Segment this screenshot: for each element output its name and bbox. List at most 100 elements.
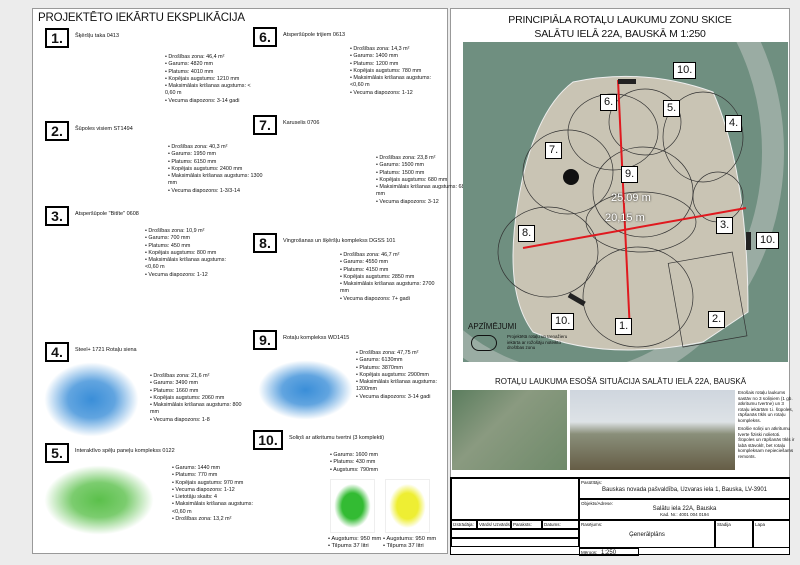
tb-stage: Stadija	[715, 520, 753, 548]
equipment-image	[44, 465, 154, 535]
col-date: Datums:	[542, 520, 579, 529]
item-number: 8.	[253, 233, 277, 253]
tb-blank	[451, 478, 579, 520]
object-value: Salātu iela 22A, Bauska	[652, 506, 717, 512]
situation-text-2: Esošie soliņi un atkritumu tverte fizisk…	[738, 426, 791, 437]
spec-line: Kopējais augstums: 2400 mm	[168, 166, 263, 173]
spec-line: Drošības zona: 40,3 m²	[168, 144, 263, 151]
map-zone-label: 8.	[518, 225, 536, 242]
tb-client: Pasūtītājs:Bauskas novada pašvaldība, Uz…	[579, 478, 790, 499]
item-title: Šūpoles visiem ST1494	[75, 126, 133, 132]
spec-line: Drošības zona: 14,3 m²	[350, 46, 445, 53]
spec-line: Drošības zona: 23,8 m²	[376, 155, 471, 162]
spec-line: Maksimālais krišanas augstums: 2700 mm	[340, 281, 435, 296]
equipment-image	[45, 140, 165, 205]
spec-line: Vecuma diapozons: 3-14 gadi	[165, 98, 260, 105]
item-number: 10.	[253, 430, 283, 450]
spec-line: Maksimālais krišanas augstums: 1300 mm	[168, 173, 263, 188]
client-value: Bauskas novada pašvaldība, Uzvaras iela …	[602, 487, 767, 493]
bin-specs: Augstums: 950 mmTilpums 37 litri	[328, 536, 382, 551]
spec-line: Garums: 3490 mm	[150, 380, 245, 387]
situation-text-3: Šūpoles un rāpšanās tīkls ir labā stāvok…	[738, 437, 795, 459]
bin-specs: Augstums: 950 mmTilpums 37 litri	[383, 536, 437, 551]
item-number: 3.	[45, 206, 69, 226]
spec-line: Drošības zona: 13,2 m²	[172, 516, 267, 523]
map-zone-label: 2.	[708, 311, 726, 328]
item-title: Vingrošanas un šķēršļu komplekss DGSS 10…	[283, 238, 396, 244]
scale-value: 1:250	[601, 550, 617, 556]
situation-title: ROTAĻU LAUKUMA ESOŠĀ SITUĀCIJA SALĀTU IE…	[495, 377, 747, 386]
spec-line: Vecuma diapozons: 1-3/3-14	[168, 188, 263, 195]
plan-title-line2: SALĀTU IELĀ 22A, BAUSKĀ M 1:250	[534, 28, 706, 40]
spec-line: Platums: 430 mm	[330, 459, 425, 466]
spec-line: Platums: 6150 mm	[168, 159, 263, 166]
legend-title: APZĪMĒJUMI	[468, 322, 517, 331]
map-zone-label: 10.	[551, 313, 575, 330]
spec-line: Drošības zona: 10,9 m²	[145, 228, 240, 235]
equipment-image	[258, 250, 338, 330]
spec-line: Kopējais augstums: 780 mm	[350, 68, 445, 75]
spec-line: Drošības zona: 21,6 m²	[150, 373, 245, 380]
tb-drawing: Rasējums:Ģenerālplāns	[579, 520, 715, 548]
spec-line: Vecuma diapozons: 7+ gadi	[340, 296, 435, 303]
cadastral-number: Kad. Nr.: 4001 004 0194	[660, 512, 709, 517]
waste-bin-image	[330, 479, 375, 533]
spec-line: Maksimālais krišanas augstums: < 0,60 m	[165, 83, 260, 98]
item-specs: Drošības zona: 23,8 m²Garums: 1500 mmPla…	[376, 155, 471, 206]
item-number: 5.	[45, 443, 69, 463]
aerial-photo	[452, 390, 567, 470]
map-zone-label: 9.	[621, 166, 639, 183]
item-number: 6.	[253, 27, 277, 47]
spec-line: Drošības zona: 46,4 m²	[165, 54, 260, 61]
zone-plan-map: 25,09 m 20,15 m 10.6.5.4.7.9.3.8.10.2.10…	[463, 42, 788, 362]
spec-line: Vecuma diapozons: 3-12	[376, 199, 471, 206]
spec-line: Platums: 3870mm	[356, 365, 451, 372]
map-zone-label: 7.	[545, 142, 563, 159]
spec-line: Tilpums 37 litri	[383, 543, 437, 550]
spec-line: Garums: 1440 mm	[172, 465, 267, 472]
item-number: 2.	[45, 121, 69, 141]
equipment-image	[262, 45, 347, 115]
spec-line: Vecuma diapozons: 1-12	[350, 90, 445, 97]
spec-line: Kopējais augstums: 800 mm	[145, 250, 240, 257]
map-zone-label: 3.	[716, 217, 734, 234]
equipment-image	[258, 360, 353, 420]
item-number: 4.	[45, 342, 69, 362]
spec-line: Maksimālais krišanas augstums: <0,60 m	[350, 75, 445, 90]
spec-line: Maksimālais krišanas augstums: 800 mm	[150, 402, 245, 417]
item-title: Atsperšūpole trijiem 0613	[283, 32, 346, 38]
item-title: Karuselis 0706	[283, 120, 320, 126]
title-block: Pasūtītājs:Bauskas novada pašvaldība, Uz…	[450, 477, 790, 556]
equipment-image	[44, 362, 139, 437]
spec-line: Kopējais augstums: 2900mm	[356, 372, 451, 379]
left-title: PROJEKTĒTO IEKĀRTU EKSPLIKĀCIJA	[38, 12, 245, 24]
spec-line: Garums: 1400 mm	[350, 53, 445, 60]
item-specs: Drošības zona: 21,6 m²Garums: 3490 mmPla…	[150, 373, 245, 424]
map-zone-label: 1.	[615, 318, 633, 335]
tb-scale: Mērogs: 1:250	[579, 548, 639, 556]
equipment-image	[42, 222, 137, 332]
item-specs: Drošības zona: 47,75 m²Garums: 6130mmPla…	[356, 350, 451, 401]
legend-text: Projektētā rotaļu un trenažieru iekārta …	[507, 334, 568, 350]
situation-text-1: Esošais rotaļu laukums sastāv no 3 soliņ…	[738, 390, 793, 423]
spec-line: Augstums: 950 mm	[328, 536, 382, 543]
tb-sheet: Lapa	[753, 520, 790, 548]
spec-line: Vecuma diapozons: 1-8	[150, 417, 245, 424]
item-specs: Drošības zona: 10,9 m²Garums: 700 mmPlat…	[145, 228, 240, 279]
spec-line: Maksimālais krišanas augstums: 680 mm	[376, 184, 471, 199]
waste-bin-image	[385, 479, 430, 533]
item-title: Interaktīvo spēļu paneļu komplekss 0122	[75, 448, 175, 454]
spec-line: Maksimālais krišanas augstums: <0,60 m	[172, 501, 267, 516]
spec-line: Kopējais augstums: 1210 mm	[165, 76, 260, 83]
site-photo	[570, 390, 735, 470]
item-number: 9.	[253, 330, 277, 350]
item-specs: Drošības zona: 46,7 m²Garums: 4550 mmPla…	[340, 252, 435, 303]
spec-line: Kopējais augstums: 2850 mm	[340, 274, 435, 281]
item-specs: Garums: 1440 mmPlatums: 770 mmKopējais a…	[172, 465, 267, 523]
spec-line: Vecuma diapozons: 1-12	[145, 272, 240, 279]
spec-line: Garums: 1500 mm	[376, 162, 471, 169]
item-specs: Drošības zona: 14,3 m²Garums: 1400 mmPla…	[350, 46, 445, 97]
spec-line: Platums: 1660 mm	[150, 388, 245, 395]
scale-label: Mērogs:	[581, 550, 598, 555]
item-title: Steel+ 1721 Rotaļu siena	[75, 347, 137, 353]
